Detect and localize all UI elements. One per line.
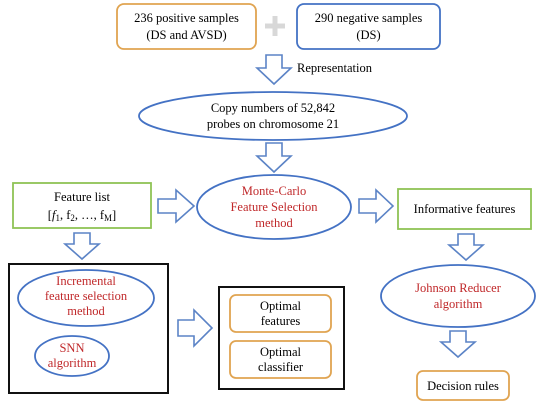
arrow-left-icon xyxy=(157,188,196,224)
optimal-features-line2: features xyxy=(261,314,301,328)
optimal-classifier-line2: classifier xyxy=(258,360,304,374)
negative-samples-line1: 290 negative samples xyxy=(315,11,423,25)
arrow-down-icon xyxy=(446,233,486,262)
ifs-line3: method xyxy=(67,304,105,318)
feature-list-line2: [f1, f2, …, fM] xyxy=(48,208,116,223)
ifs-line2: feature selection xyxy=(45,289,128,303)
optimal-outputs-group: Optimal features Optimal classifier xyxy=(218,286,345,390)
arrow-down-icon xyxy=(62,232,102,261)
representation-label: Representation xyxy=(297,61,373,75)
negative-samples-line2: (DS) xyxy=(356,28,380,42)
johnson-line1: Johnson Reducer xyxy=(415,281,502,295)
positive-samples-line1: 236 positive samples xyxy=(134,11,239,25)
positive-samples-line2: (DS and AVSD) xyxy=(146,28,226,42)
arrow-down-icon xyxy=(438,330,478,359)
johnson-line2: algorithm xyxy=(434,297,483,311)
monte-carlo-line1: Monte-Carlo xyxy=(242,184,307,198)
optimal-classifier-line1: Optimal xyxy=(260,345,301,359)
copy-numbers-line2: probes on chromosome 21 xyxy=(207,117,339,131)
snn-line1: SNN xyxy=(59,341,84,355)
monte-carlo-ellipse: Monte-Carlo Feature Selection method xyxy=(196,174,352,240)
arrow-down-icon xyxy=(254,54,294,86)
arrow-right-icon xyxy=(358,188,395,224)
ifs-line1: Incremental xyxy=(56,274,116,288)
arrow-down-icon xyxy=(254,142,294,174)
plus-icon xyxy=(265,16,285,36)
monte-carlo-line2: Feature Selection xyxy=(230,200,318,214)
decision-rules-box: Decision rules xyxy=(416,370,510,401)
copy-numbers-line1: Copy numbers of 52,842 xyxy=(211,101,335,115)
monte-carlo-line3: method xyxy=(255,216,293,230)
feature-list-line1: Feature list xyxy=(54,190,110,204)
informative-features-label: Informative features xyxy=(414,202,516,216)
copy-numbers-ellipse: Copy numbers of 52,842 probes on chromos… xyxy=(138,91,408,141)
positive-samples-box: 236 positive samples (DS and AVSD) xyxy=(116,3,257,50)
incremental-selection-group: Incremental feature selection method SNN… xyxy=(8,263,169,394)
informative-features-box: Informative features xyxy=(397,188,532,230)
snn-line2: algorithm xyxy=(48,356,97,370)
feature-list-box: Feature list [f1, f2, …, fM] xyxy=(12,182,152,229)
arrow-right-icon xyxy=(177,308,214,348)
johnson-reducer-ellipse: Johnson Reducer algorithm xyxy=(380,264,536,328)
negative-samples-box: 290 negative samples (DS) xyxy=(296,3,441,50)
optimal-features-line1: Optimal xyxy=(260,299,301,313)
decision-rules-label: Decision rules xyxy=(427,379,499,393)
